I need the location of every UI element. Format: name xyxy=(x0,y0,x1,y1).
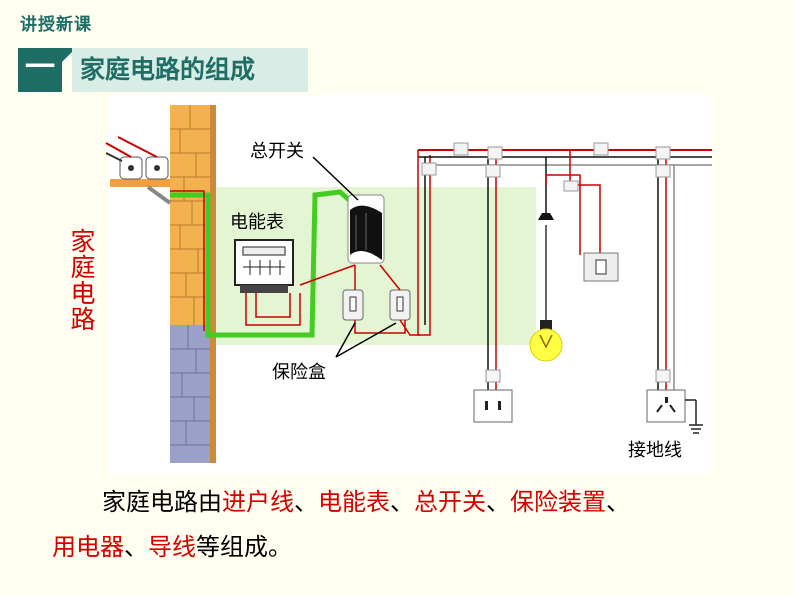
sep: 、 xyxy=(486,488,510,516)
course-tag: 讲授新课 xyxy=(20,15,92,35)
sep: 、 xyxy=(606,488,630,516)
section-number: 一 xyxy=(18,48,62,92)
wall-switch xyxy=(583,252,619,282)
service-insulators xyxy=(105,136,172,205)
text-intro: 家庭电路由 xyxy=(102,488,222,516)
side-label: 家庭电路 xyxy=(67,228,96,332)
label-fuse-box: 保险盒 xyxy=(272,362,326,383)
wall xyxy=(170,105,216,463)
term-meter: 电能表 xyxy=(318,488,390,516)
sep: 、 xyxy=(294,488,318,516)
electric-meter xyxy=(234,239,294,293)
household-circuit-diagram: 总开关 电能表 保险盒 接地线 xyxy=(105,95,712,473)
socket-two-pin xyxy=(473,389,513,423)
term-fuse: 保险装置 xyxy=(510,488,606,516)
fuse-boxes xyxy=(342,289,411,321)
sep: 、 xyxy=(390,488,414,516)
term-wire: 导线 xyxy=(148,533,196,561)
label-main-switch: 总开关 xyxy=(250,141,304,162)
term-service-wire: 进户线 xyxy=(222,488,294,516)
entrance-wire-green xyxy=(170,189,357,338)
description-paragraph: 家庭电路由进户线、电能表、总开关、保险装置、用电器、导线等组成。 xyxy=(52,480,752,570)
text-outro: 等组成。 xyxy=(196,533,292,561)
socket-three-pin xyxy=(646,389,686,423)
ground-icon xyxy=(685,399,703,434)
light-bulb xyxy=(529,213,563,362)
sep: 、 xyxy=(124,533,148,561)
term-main-switch: 总开关 xyxy=(414,488,486,516)
entrance-wire-red xyxy=(170,190,205,331)
label-meter: 电能表 xyxy=(230,212,284,233)
main-switch xyxy=(347,194,385,264)
term-appliance: 用电器 xyxy=(52,533,124,561)
label-ground-wire: 接地线 xyxy=(628,440,682,461)
wire-clips xyxy=(421,142,671,383)
section-title: 家庭电路的组成 xyxy=(72,48,308,92)
